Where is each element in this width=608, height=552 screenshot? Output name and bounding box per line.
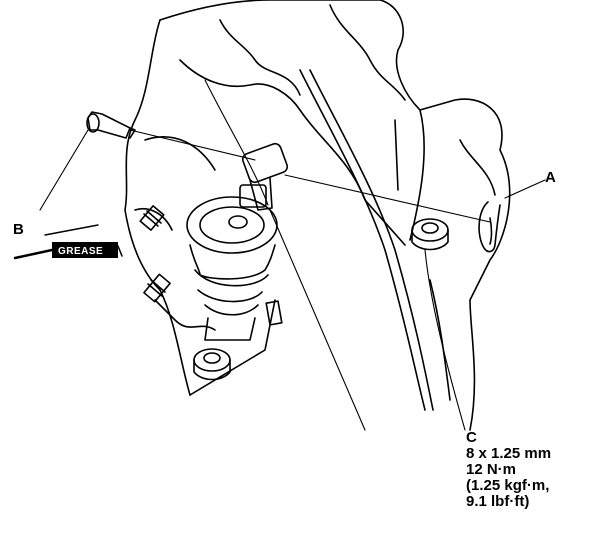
callout-a: A [545, 169, 556, 186]
callout-b: B [13, 221, 24, 238]
grease-tag: GREASE [13, 224, 123, 260]
torque-nm: 12 N·m [466, 461, 517, 478]
housing-outline [124, 0, 511, 431]
flange-nut [193, 348, 231, 381]
torque-kgfm: (1.25 kgf·m, [466, 477, 550, 494]
clevis-pin-b [86, 111, 136, 139]
callout-c: C [466, 429, 477, 446]
flange-nut-c [411, 218, 449, 251]
cable-clevis [239, 142, 289, 211]
nut-spec-block: C 8 x 1.25 mm 12 N·m (1.25 kgf·m, 9.1 lb… [466, 430, 551, 510]
stud-bolt [139, 205, 283, 326]
torque-lbfft: 9.1 lbf·ft) [466, 493, 530, 510]
lever-boot [186, 196, 278, 341]
thread-size: 8 x 1.25 mm [466, 445, 552, 462]
lock-clip-a [478, 201, 501, 253]
leader-lines [39, 79, 546, 431]
grease-label: GREASE [58, 246, 103, 257]
shift-cable [299, 69, 434, 411]
